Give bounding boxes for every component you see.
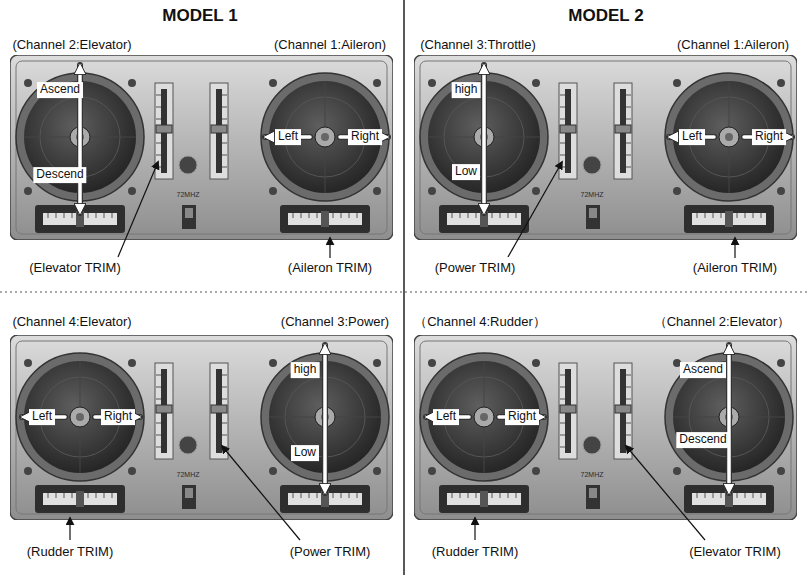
direction-label: Ascend <box>37 82 83 98</box>
divider <box>403 0 405 575</box>
channel-label: (Channel 2:Elevator) <box>12 38 131 53</box>
direction-label: Right <box>752 129 786 145</box>
channel-label: (Channel 1:Aileron) <box>677 38 789 53</box>
frequency-label: 72MHZ <box>177 191 200 199</box>
channel-label: (Channel 3:Throttle) <box>420 38 536 53</box>
direction-arrows <box>22 65 792 493</box>
trim-label: (Power TRIM) <box>435 261 516 276</box>
model-heading: MODEL 1 <box>162 6 237 26</box>
frequency-label: 72MHZ <box>581 471 604 479</box>
direction-label: Left <box>29 409 55 425</box>
trim-label: (Aileron TRIM) <box>693 261 777 276</box>
trim-label: (Rudder TRIM) <box>27 545 113 560</box>
model-heading: MODEL 2 <box>568 6 643 26</box>
trim-label: (Elevator TRIM) <box>689 545 781 560</box>
direction-label: Right <box>101 409 135 425</box>
transmitter <box>414 335 797 520</box>
channel-label: (Channel 1:Aileron) <box>274 38 386 53</box>
frequency-label: 72MHZ <box>581 191 604 199</box>
direction-label: high <box>452 82 481 98</box>
direction-label: Left <box>679 129 705 145</box>
channel-label: (Channel 3:Power) <box>281 315 389 330</box>
trim-label: (Elevator TRIM) <box>29 261 121 276</box>
channel-label: （Channel 4:Rudder） <box>414 315 546 330</box>
divider <box>0 292 808 293</box>
direction-label: Left <box>433 409 459 425</box>
direction-label: Right <box>348 129 382 145</box>
direction-label: Descend <box>676 432 729 448</box>
trim-label: (Rudder TRIM) <box>432 545 518 560</box>
direction-label: Low <box>452 164 480 180</box>
direction-label: Right <box>505 409 539 425</box>
transmitter <box>10 55 393 240</box>
direction-label: Descend <box>33 167 86 183</box>
trim-label: (Aileron TRIM) <box>288 261 372 276</box>
direction-label: Left <box>275 129 301 145</box>
direction-label: Low <box>291 445 319 461</box>
transmitter <box>414 55 797 240</box>
direction-label: Ascend <box>680 362 726 378</box>
trim-label: (Power TRIM) <box>290 545 371 560</box>
direction-label: high <box>291 362 320 378</box>
channel-label: （Channel 2:Elevator） <box>654 315 791 330</box>
frequency-label: 72MHZ <box>177 471 200 479</box>
leader-lines <box>70 162 735 540</box>
transmitter <box>10 335 393 520</box>
channel-label: (Channel 4:Elevator) <box>12 315 131 330</box>
